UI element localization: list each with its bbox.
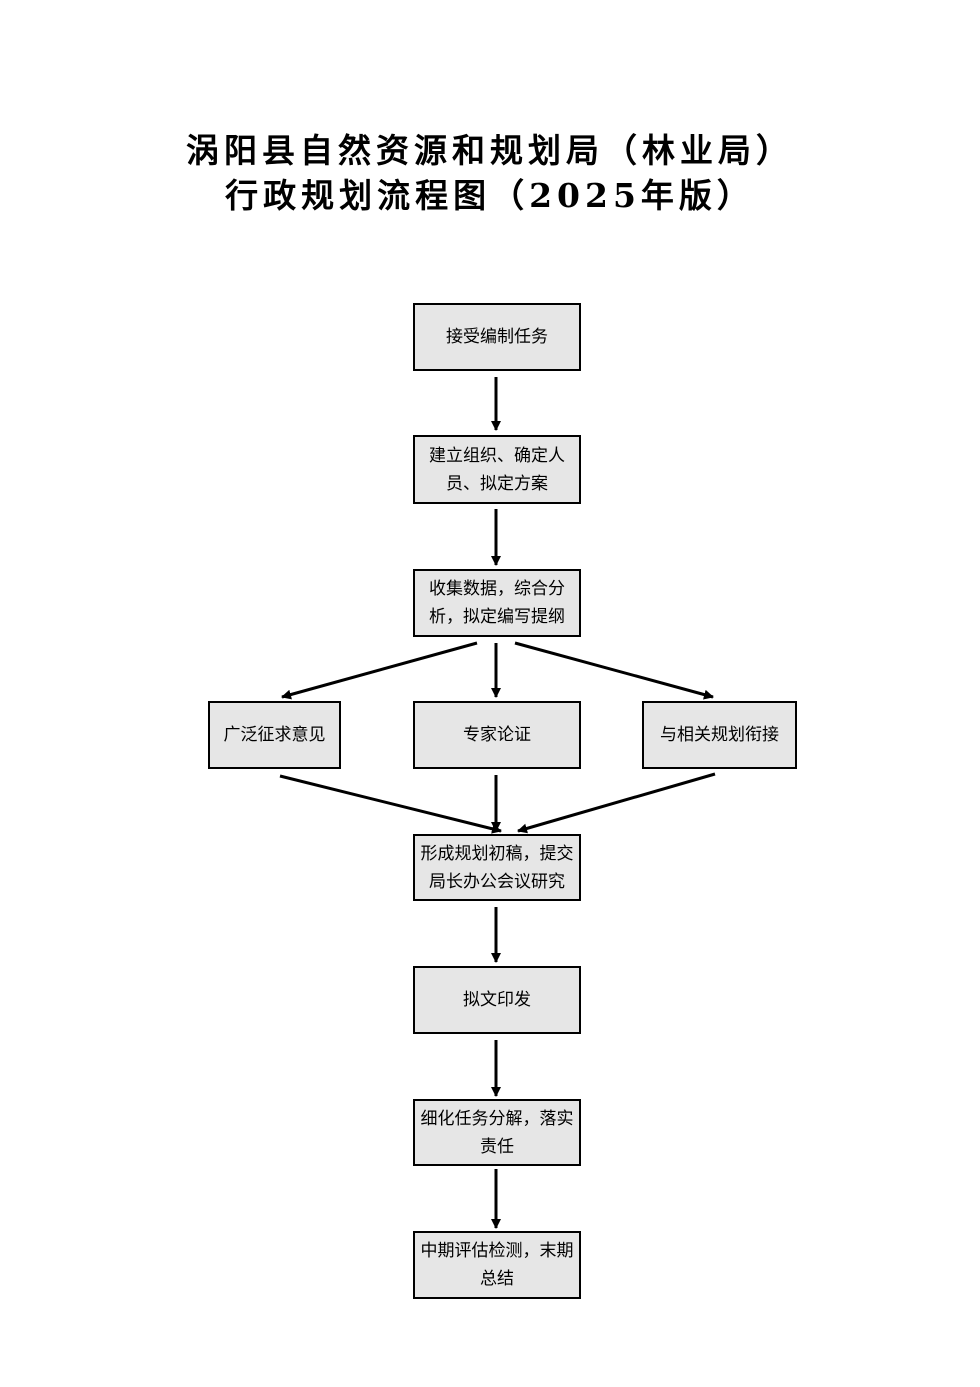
- node-coordinate: 与相关规划衔接: [642, 701, 797, 769]
- arrow-opinion-to-draft: [279, 774, 502, 834]
- arrow-collect-to-opinion: [281, 641, 478, 700]
- arrow-coordinate-to-draft: [517, 772, 716, 834]
- node-public-opinion: 广泛征求意见: [208, 701, 341, 769]
- node-expert-review: 专家论证: [413, 701, 581, 769]
- node-receive-task: 接受编制任务: [413, 303, 581, 371]
- node-issue: 拟文印发: [413, 966, 581, 1034]
- page-title-line-1: 涡阳县自然资源和规划局（林业局）: [186, 131, 794, 170]
- arrow-collect-to-coordinate: [514, 641, 714, 700]
- node-evaluate: 中期评估检测，末期总结: [413, 1231, 581, 1299]
- node-decompose: 细化任务分解，落实责任: [413, 1099, 581, 1166]
- node-draft: 形成规划初稿，提交局长办公会议研究: [413, 834, 581, 901]
- page-title-line-2: 行政规划流程图（2025年版）: [225, 176, 755, 215]
- node-organize: 建立组织、确定人员、拟定方案: [413, 435, 581, 504]
- node-collect: 收集数据，综合分析，拟定编写提纲: [413, 569, 581, 637]
